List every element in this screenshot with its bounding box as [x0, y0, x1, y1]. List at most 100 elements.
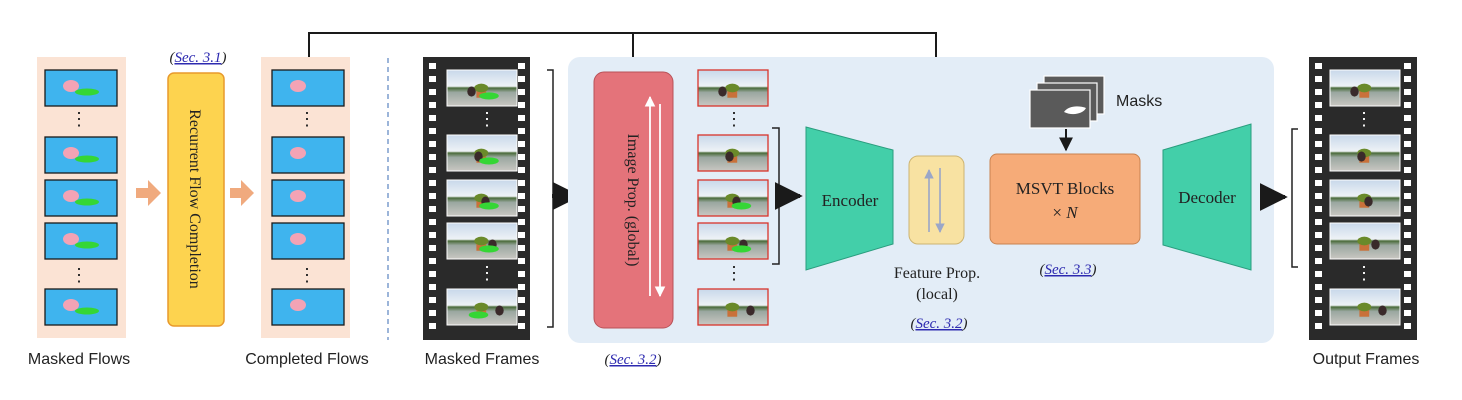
film-hole — [1315, 141, 1322, 147]
ellipsis-mark: ⋮ — [298, 265, 316, 285]
film-hole — [1404, 297, 1411, 303]
film-hole — [518, 89, 525, 95]
film-hole — [1315, 76, 1322, 82]
decoder-block: Decoder — [1162, 123, 1252, 271]
masked-flows-label: Masked Flows — [28, 351, 130, 368]
video-frame — [1329, 69, 1401, 107]
film-hole — [1315, 297, 1322, 303]
flow-completion-block: Recurrent Flow Completion (Sec. 3.1) — [167, 50, 227, 327]
video-frame — [446, 69, 518, 107]
feature-prop-sublabel: (local) — [916, 286, 958, 303]
film-hole — [518, 193, 525, 199]
film-hole — [1315, 284, 1322, 290]
film-hole — [429, 310, 436, 316]
film-hole — [518, 284, 525, 290]
flow-thumbnail — [44, 136, 118, 174]
sec31-ref[interactable]: (Sec. 3.1) — [169, 50, 226, 66]
ellipsis-mark: ⋮ — [70, 265, 88, 285]
video-frame — [1329, 288, 1401, 326]
video-frame — [446, 222, 518, 260]
flow-thumbnail — [44, 179, 118, 217]
film-hole — [518, 310, 525, 316]
flow-thumbnail — [271, 136, 345, 174]
film-hole — [1404, 232, 1411, 238]
film-hole — [1404, 63, 1411, 69]
film-hole — [1315, 89, 1322, 95]
film-hole — [1404, 128, 1411, 134]
video-frame — [697, 288, 769, 326]
film-hole — [1315, 258, 1322, 264]
film-hole — [1315, 63, 1322, 69]
masks-stack: Masks — [1029, 75, 1162, 129]
film-hole — [429, 284, 436, 290]
output-frames-label: Output Frames — [1313, 351, 1420, 368]
film-hole — [518, 258, 525, 264]
sec32-local-ref[interactable]: (Sec. 3.2) — [910, 316, 967, 332]
film-hole — [1404, 167, 1411, 173]
msvt-block: MSVT Blocks × N (Sec. 3.3) — [989, 153, 1141, 278]
film-hole — [1315, 245, 1322, 251]
encoder-shape — [805, 126, 894, 271]
film-hole — [1404, 258, 1411, 264]
video-frame — [697, 69, 769, 107]
film-hole — [429, 115, 436, 121]
film-hole — [1404, 206, 1411, 212]
encoder-block: Encoder — [805, 126, 894, 271]
film-hole — [1404, 284, 1411, 290]
film-hole — [1404, 323, 1411, 329]
film-hole — [518, 297, 525, 303]
flow-thumbnail — [271, 69, 345, 107]
propagated-frames-column: ⋮ ⋮ — [697, 69, 769, 326]
film-hole — [518, 271, 525, 277]
film-hole — [1404, 245, 1411, 251]
film-hole — [429, 206, 436, 212]
ellipsis-mark: ⋮ — [1355, 109, 1373, 129]
film-hole — [518, 154, 525, 160]
sec33-link[interactable]: Sec. 3.3 — [1044, 262, 1091, 278]
film-hole — [1404, 102, 1411, 108]
flow-thumbnail — [44, 222, 118, 260]
sec32-global-ref[interactable]: (Sec. 3.2) — [604, 352, 661, 368]
film-hole — [1315, 310, 1322, 316]
film-hole — [429, 258, 436, 264]
msvt-label: MSVT Blocks — [1016, 179, 1114, 198]
film-hole — [518, 167, 525, 173]
flow-arrow-2 — [230, 180, 254, 206]
image-prop-block: Image Prop. (global) (Sec. 3.2) — [593, 71, 674, 368]
sec31-link[interactable]: Sec. 3.1 — [174, 50, 221, 66]
film-hole — [1315, 180, 1322, 186]
sec32-local-link[interactable]: Sec. 3.2 — [915, 316, 963, 332]
film-hole — [1315, 323, 1322, 329]
sec33-ref[interactable]: (Sec. 3.3) — [1039, 262, 1096, 278]
film-hole — [1315, 167, 1322, 173]
film-hole — [1404, 89, 1411, 95]
video-frame — [446, 288, 518, 326]
ellipsis-mark: ⋮ — [725, 263, 743, 283]
video-frame — [697, 179, 769, 217]
frames-bracket — [547, 69, 554, 328]
film-hole — [1315, 271, 1322, 277]
film-hole — [1315, 232, 1322, 238]
flow-thumbnail — [271, 288, 345, 326]
film-hole — [518, 232, 525, 238]
flow-thumbnail — [271, 222, 345, 260]
film-hole — [518, 102, 525, 108]
masked-frames-label: Masked Frames — [425, 351, 540, 368]
video-frame — [697, 222, 769, 260]
film-hole — [1404, 115, 1411, 121]
flow-completion-box — [167, 72, 225, 327]
film-hole — [429, 180, 436, 186]
film-hole — [429, 141, 436, 147]
video-frame — [1329, 179, 1401, 217]
feature-prop-block: Feature Prop. (local) (Sec. 3.2) — [894, 155, 980, 332]
sec32-global-link[interactable]: Sec. 3.2 — [609, 352, 657, 368]
ellipsis-mark: ⋮ — [70, 109, 88, 129]
film-hole — [429, 102, 436, 108]
ellipsis-mark: ⋮ — [725, 109, 743, 129]
film-hole — [429, 167, 436, 173]
film-hole — [1315, 206, 1322, 212]
decoder-label: Decoder — [1178, 188, 1236, 207]
video-frame — [697, 134, 769, 172]
flow-completion-label: Recurrent Flow Completion — [186, 109, 203, 289]
